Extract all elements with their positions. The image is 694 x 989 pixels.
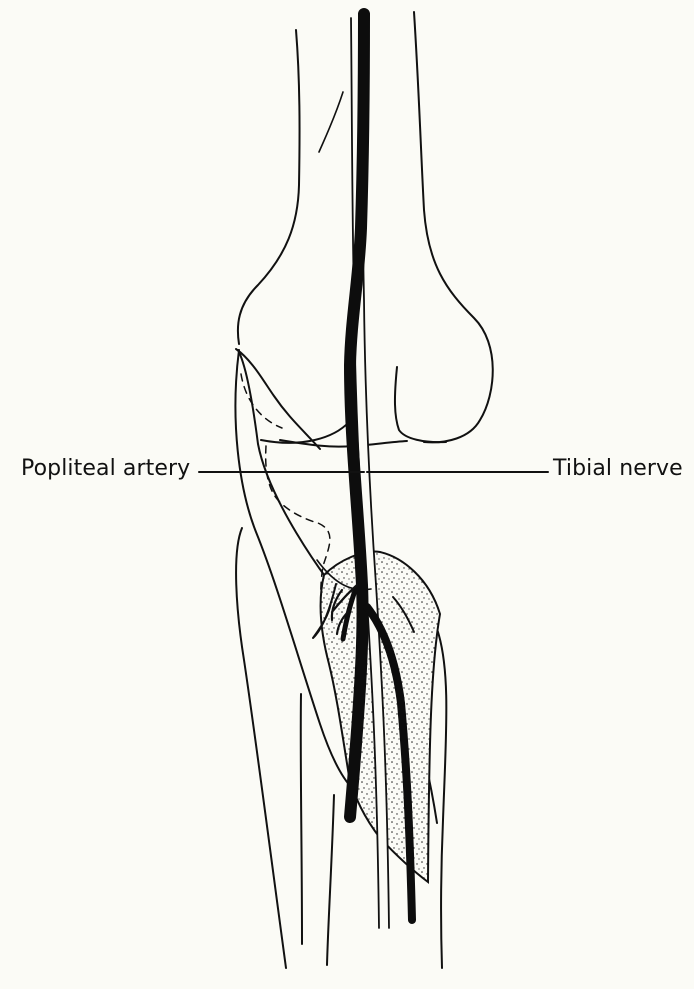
tibial-nerve-label: Tibial nerve [553, 458, 683, 480]
femur-outline-left [238, 30, 300, 344]
tibia-joint-line [280, 440, 407, 447]
femur-outline-right [414, 12, 493, 442]
tibial-nerve-branch-upper [319, 92, 343, 152]
popliteal-artery-label: Popliteal artery [21, 458, 190, 480]
leg-inner-lines [301, 694, 334, 965]
